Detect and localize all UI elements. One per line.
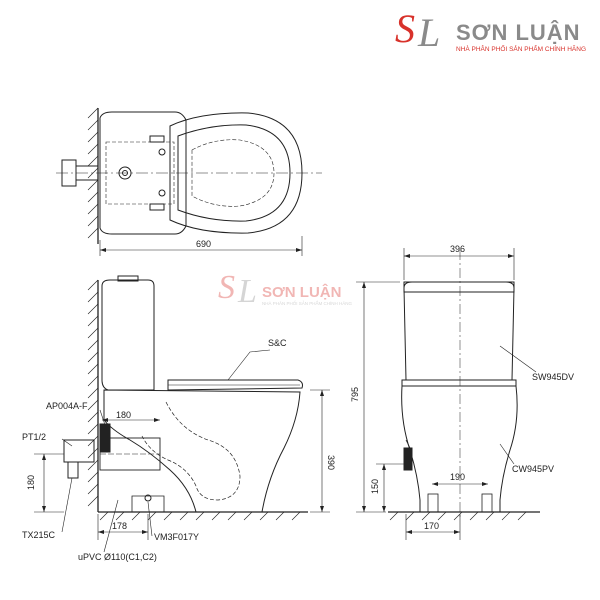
front-tank-outline bbox=[403, 281, 515, 381]
side-seat-lid bbox=[167, 379, 303, 391]
front-view bbox=[356, 248, 540, 540]
side-stop-valve bbox=[63, 439, 95, 463]
top-tank-button-icon bbox=[118, 166, 132, 180]
top-wall-hatch bbox=[87, 107, 99, 239]
watermark-name: SƠN LUẬN bbox=[262, 283, 341, 301]
dim-front-base-width: 170 bbox=[424, 521, 439, 531]
dim-side-rough-in: 180 bbox=[116, 410, 131, 420]
front-inlet-pipe bbox=[403, 447, 413, 471]
brand-logo-monogram-l-icon: L bbox=[417, 10, 440, 55]
watermark-tagline: NHÀ PHÂN PHỐI SẢN PHẨM CHÍNH HÃNG bbox=[262, 300, 353, 306]
label-pipe-thread: PT1/2 bbox=[22, 432, 46, 442]
side-tank-outline bbox=[101, 279, 155, 391]
label-bowl: CW945PV bbox=[512, 464, 554, 474]
dim-front-height: 795 bbox=[350, 387, 360, 402]
brand-name: SƠN LUẬN bbox=[456, 20, 581, 45]
top-seat-outline bbox=[169, 112, 303, 234]
watermark-logo: S L SƠN LUẬN NHÀ PHÂN PHỐI SẢN PHẨM CHÍN… bbox=[218, 269, 353, 310]
side-bowl-outline bbox=[103, 389, 301, 513]
brand-logo-monogram-icon: S bbox=[395, 6, 415, 51]
label-valve: AP004A-F bbox=[46, 401, 88, 411]
label-tank: SW945DV bbox=[532, 372, 574, 382]
front-bowl-outline bbox=[401, 385, 518, 513]
dim-top-length: 690 bbox=[196, 239, 211, 249]
side-wall-hatch bbox=[87, 279, 99, 507]
dim-side-outlet-height: 390 bbox=[326, 455, 336, 470]
side-view bbox=[34, 275, 330, 553]
label-stop-valve: TX215C bbox=[22, 530, 56, 540]
top-bowl-opening bbox=[191, 139, 275, 207]
dim-front-inlet-width: 190 bbox=[450, 472, 465, 482]
label-seat: S&C bbox=[268, 338, 287, 348]
dim-side-pipe-height: 180 bbox=[26, 475, 36, 490]
dim-front-inlet-height: 150 bbox=[370, 479, 380, 494]
brand-logo: S L SƠN LUẬN NHÀ PHÂN PHỐI SẢN PHẨM CHÍN… bbox=[395, 6, 586, 55]
label-flange: VM3F017Y bbox=[154, 532, 199, 542]
dim-front-width: 396 bbox=[450, 244, 465, 254]
watermark-monogram-icon: S bbox=[218, 269, 235, 306]
side-trapway bbox=[141, 401, 241, 501]
label-pvc: uPVC Ø110(C1,C2) bbox=[78, 552, 157, 562]
watermark-monogram-l-icon: L bbox=[237, 273, 257, 310]
front-seat bbox=[401, 379, 517, 387]
top-bowl-rim bbox=[177, 124, 291, 222]
top-view bbox=[56, 107, 322, 256]
dim-side-floor-offset: 178 bbox=[112, 521, 127, 531]
side-outlet-flange bbox=[131, 495, 165, 512]
brand-tagline: NHÀ PHÂN PHỐI SẢN PHẨM CHÍNH HÃNG bbox=[456, 43, 586, 53]
